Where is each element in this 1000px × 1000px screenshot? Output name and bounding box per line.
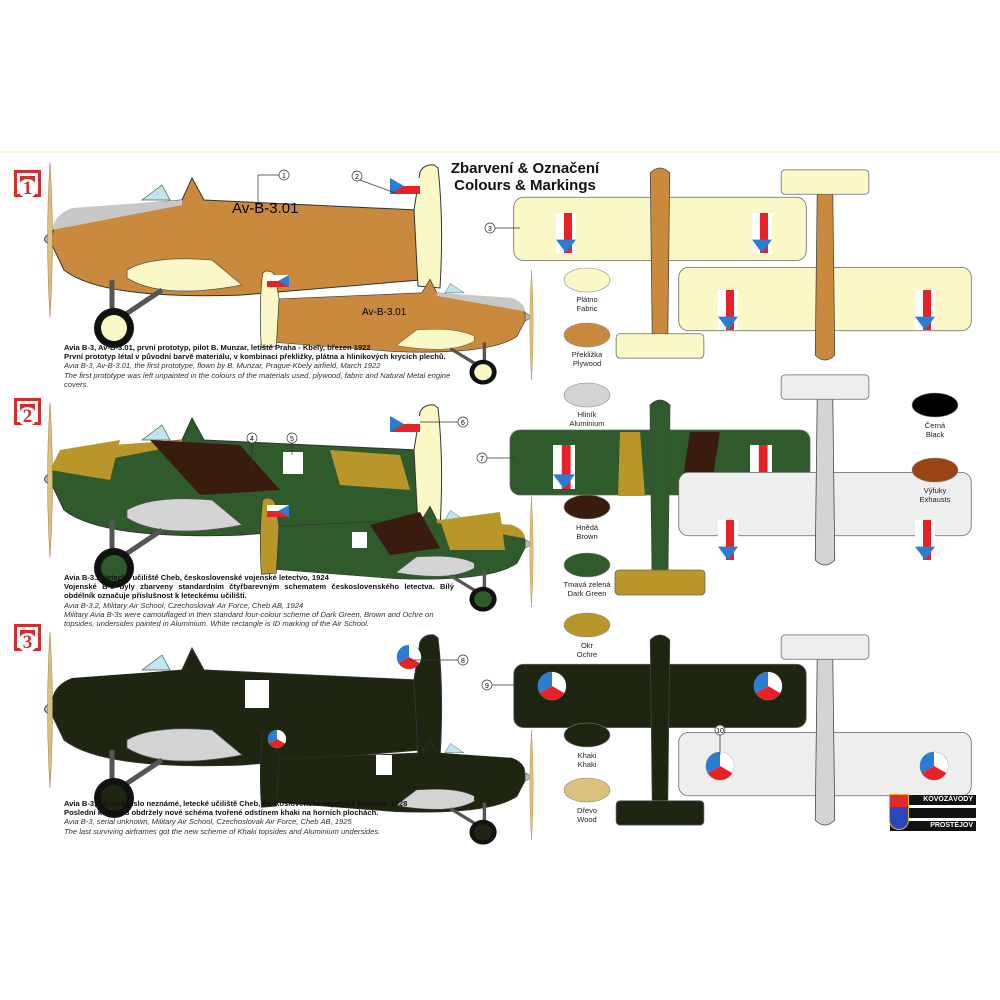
scheme3-top-view xyxy=(513,634,807,826)
svg-text:4: 4 xyxy=(250,436,254,443)
callout-4: 4 xyxy=(246,432,258,470)
scheme1-description: Avia B-3, Av-B-3.01, první prototyp, pil… xyxy=(64,343,451,389)
callout-10: 10 xyxy=(714,724,726,755)
callout-2: 2 xyxy=(351,170,396,194)
scheme2-small-profile xyxy=(258,496,534,614)
callout-9: 9 xyxy=(481,679,515,691)
registration-large: Av-B-3.01 xyxy=(232,200,298,217)
svg-text:3: 3 xyxy=(488,226,492,233)
scheme1-small-profile: Av-B-3.01 xyxy=(258,269,534,387)
scheme-badge-1: 1 xyxy=(14,170,41,199)
swatch-fabric xyxy=(563,267,611,293)
scheme3-large-profile xyxy=(45,631,442,818)
swatch-plywood xyxy=(563,322,611,348)
swatch-khaki xyxy=(563,722,611,748)
registration-small: Av-B-3.01 xyxy=(362,307,407,318)
svg-text:6: 6 xyxy=(461,420,465,427)
title-en: Colours & Markings xyxy=(454,177,596,194)
swatch-black xyxy=(911,392,959,418)
callout-8: 8 xyxy=(410,654,469,666)
swatch-ovals xyxy=(563,267,959,803)
page-title: Zbarvení & Označení Colours & Markings xyxy=(405,160,645,194)
scheme2-description: Avia B-3.2, letecké učiliště Cheb, česko… xyxy=(64,573,454,629)
swatch-dark-green xyxy=(563,552,611,578)
svg-text:7: 7 xyxy=(480,456,484,463)
top-divider xyxy=(0,151,1000,153)
scheme2-large-profile xyxy=(45,401,442,588)
svg-text:8: 8 xyxy=(461,658,465,665)
swatch-exhausts xyxy=(911,457,959,483)
swatch-aluminium xyxy=(563,382,611,408)
callout-6: 6 xyxy=(420,416,469,428)
swatch-wood xyxy=(563,777,611,803)
scheme3-description: Avia B-3, sériové číslo neznámé, letecké… xyxy=(64,799,408,836)
callout-5: 5 xyxy=(286,432,298,455)
callout-3: 3 xyxy=(484,222,520,234)
school-id-rectangle xyxy=(283,452,303,474)
scheme1-large-profile: Av-B-3.01 xyxy=(45,161,442,348)
svg-text:5: 5 xyxy=(290,436,294,443)
scheme3-small-profile xyxy=(258,729,534,847)
callouts: 1 2 3 4 5 6 7 8 9 10 xyxy=(246,169,726,755)
title-cz: Zbarvení & Označení xyxy=(450,160,600,177)
svg-text:2: 2 xyxy=(355,174,359,181)
swatch-ochre xyxy=(563,612,611,638)
scheme-badge-2: 2 xyxy=(14,398,41,427)
callout-1: 1 xyxy=(257,169,290,205)
svg-text:10: 10 xyxy=(716,728,724,735)
svg-text:1: 1 xyxy=(282,173,286,180)
swatch-brown xyxy=(563,494,611,520)
callout-7: 7 xyxy=(476,452,515,464)
kovozavody-logo: KOVOZÁVODY PROSTĚJOV xyxy=(880,794,976,833)
svg-text:9: 9 xyxy=(485,683,489,690)
scheme-badge-3: 3 xyxy=(14,624,41,653)
